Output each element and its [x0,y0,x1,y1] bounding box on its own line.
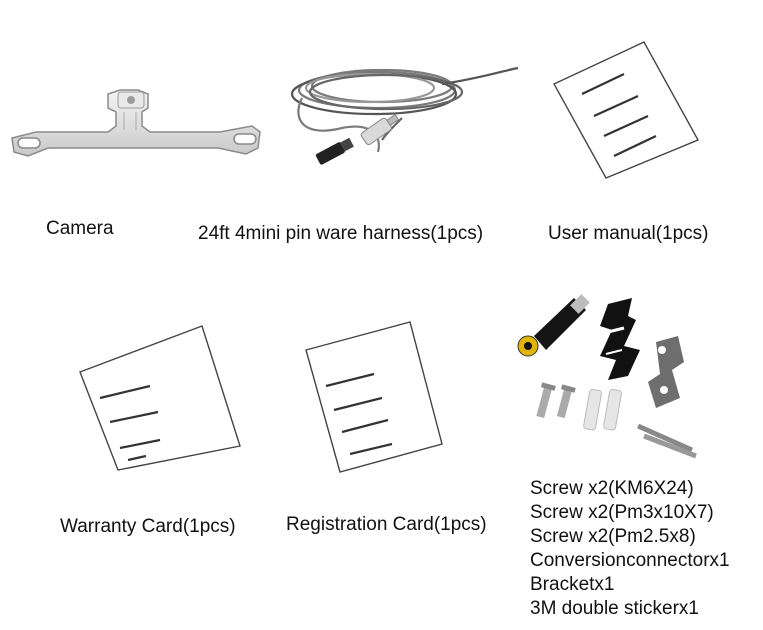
list-item: Screw x2(KM6X24) [530,478,694,499]
sticker-icon [648,336,684,408]
camera-label: Camera [46,218,114,239]
accessory-list: Screw x2(KM6X24) Screw x2(Pm3x10X7) Scre… [530,477,730,621]
document-sheet-icon [79,325,241,471]
harness-item [282,48,522,182]
registration-label: Registration Card(1pcs) [286,514,487,535]
license-plate-camera-icon [11,89,261,157]
list-item: Screw x2(Pm2.5x8) [530,526,696,547]
warranty-item [78,322,244,474]
accessories-item [516,290,706,462]
registration-item [304,320,446,474]
bracket-icon [600,298,640,380]
harness-label: 24ft 4mini pin ware harness(1pcs) [198,223,484,244]
manual-item [552,40,702,180]
conversion-connector-icon [517,294,590,357]
cable-harness-icon [290,66,519,165]
camera-item [8,82,270,162]
document-sheet-icon [305,321,443,473]
list-item: 3M double stickerx1 [530,598,699,619]
document-sheet-icon [553,41,699,179]
list-item: Conversionconnectorx1 [530,550,730,571]
accessories-kit-icon [517,294,697,459]
screws-icon [536,382,697,459]
list-item: Bracketx1 [530,574,615,595]
manual-label: User manual(1pcs) [548,223,709,244]
warranty-label: Warranty Card(1pcs) [60,516,236,537]
list-item: Screw x2(Pm3x10X7) [530,502,714,523]
